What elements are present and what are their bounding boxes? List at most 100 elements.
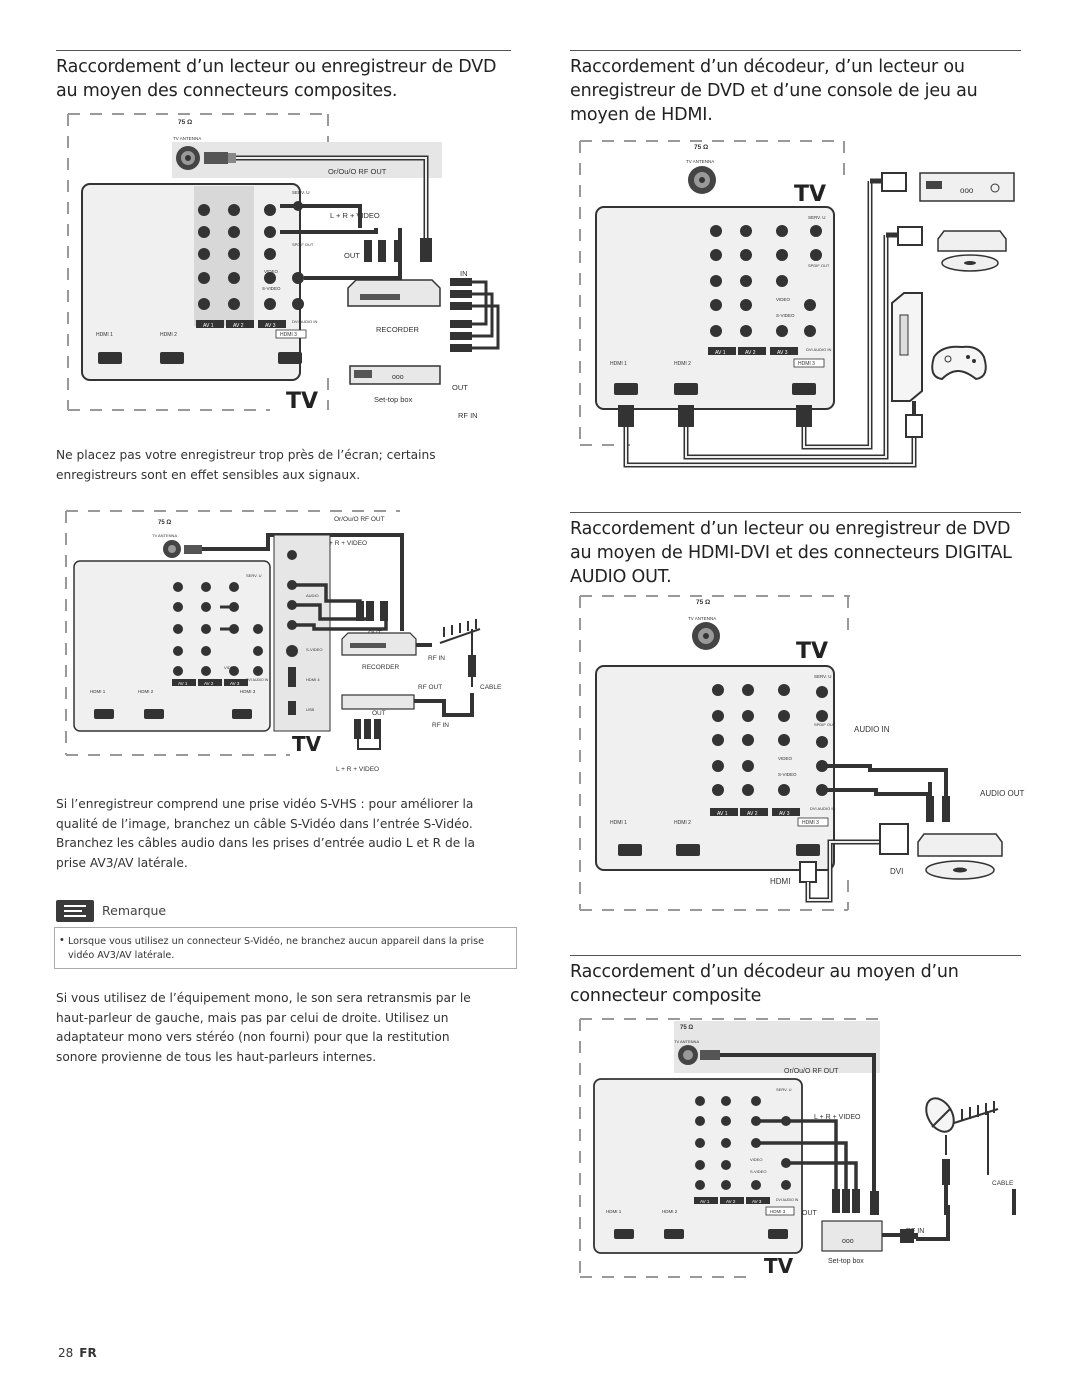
section-rule-4 bbox=[570, 955, 1021, 956]
svg-text:ooo: ooo bbox=[842, 1238, 854, 1245]
tv-antenna-label-3: TV ANTENNA bbox=[152, 533, 177, 538]
audio-in-label: AUDIO IN bbox=[854, 725, 890, 734]
tv-antenna-label-2: TV ANTENNA bbox=[686, 159, 714, 164]
tv-antenna-label: TV ANTENNA bbox=[173, 136, 201, 141]
dvi-audio-label-4: DVI AUDIO IN bbox=[810, 806, 835, 811]
heading-settop-composite: Raccordement d’un décodeur au moyen d’un… bbox=[570, 962, 959, 1006]
spdif-label: SPDIF OUT bbox=[292, 242, 314, 247]
heading-hdmi-dvi: Raccordement d’un lecteur ou enregistreu… bbox=[570, 519, 1012, 587]
spdif-label-4: SPDIF OUT bbox=[814, 722, 836, 727]
serv-u-label-3: SERV. U bbox=[246, 573, 262, 578]
note-bullet: • bbox=[60, 934, 64, 946]
hdmi1-label-2: HDMI 1 bbox=[610, 361, 627, 367]
av1-label-3: AV 1 bbox=[178, 681, 188, 686]
dvi-audio-label-5: DVI AUDIO IN bbox=[776, 1198, 799, 1202]
svg-text:ooo: ooo bbox=[960, 186, 974, 195]
tv-antenna-label-5: TV ANTENNA bbox=[674, 1039, 699, 1044]
note-header: Remarque bbox=[56, 900, 516, 922]
dvi-audio-label: DVI AUDIO IN bbox=[292, 319, 317, 324]
av3-label-5: AV 3 bbox=[752, 1199, 762, 1204]
settop-label-5: Set-top box bbox=[828, 1258, 864, 1265]
recorder-label-3: RECORDER bbox=[362, 664, 400, 671]
ohm-label-4: 75 Ω bbox=[696, 599, 710, 606]
video-label-2: VIDEO bbox=[776, 297, 791, 302]
ohm-label-3: 75 Ω bbox=[158, 520, 171, 526]
svg-text:ooo: ooo bbox=[392, 374, 404, 381]
serv-u-label-2: SERV. U bbox=[808, 215, 826, 220]
page-number: 28 bbox=[58, 1346, 74, 1360]
audio-out-label: AUDIO OUT bbox=[980, 789, 1025, 798]
note-box bbox=[54, 927, 517, 969]
hdmi1-label-4: HDMI 1 bbox=[610, 820, 627, 826]
hdmi2-label: HDMI 2 bbox=[160, 332, 177, 338]
hdmi3-label: HDMI 3 bbox=[280, 332, 297, 338]
av2-label-4: AV 2 bbox=[747, 811, 758, 817]
settop-label-1: Set-top box bbox=[374, 395, 413, 404]
serv-u-label: SERV. U bbox=[292, 190, 310, 195]
diagram-settop-composite: 75 Ω TV ANTENNA Or/Ou/O RF OUT SERV. U V… bbox=[570, 1015, 1020, 1285]
hdmi3-label-5: HDMI 3 bbox=[770, 1209, 786, 1214]
paragraph-mono-equipment: Si vous utilisez de l’équipement mono, l… bbox=[56, 991, 471, 1064]
note-text: Lorsque vous utilisez un connecteur S-Vi… bbox=[68, 936, 485, 961]
tv-label-2: TV bbox=[794, 182, 826, 207]
svideo-label: S-VIDEO bbox=[262, 286, 281, 291]
tv-label: TV bbox=[286, 389, 318, 414]
page-footer: 28 FR bbox=[58, 1346, 97, 1360]
lr-video-label-3b: L + R + VIDEO bbox=[336, 766, 379, 773]
out-label-5: OUT bbox=[802, 1210, 818, 1217]
rf-in-label-3b: RF IN bbox=[432, 722, 449, 729]
serv-u-label-4: SERV. U bbox=[814, 674, 832, 679]
av2-label: AV 2 bbox=[233, 323, 244, 329]
dvi-audio-label-2: DVI AUDIO IN bbox=[806, 347, 831, 352]
in-label-1: IN bbox=[460, 269, 468, 278]
video-label-5: VIDEO bbox=[750, 1157, 762, 1162]
video-label-4: VIDEO bbox=[778, 756, 793, 761]
hdmi2-label-5: HDMI 2 bbox=[662, 1209, 678, 1214]
tv-antenna-label-4: TV ANTENNA bbox=[688, 616, 716, 621]
hdmi2-label-2: HDMI 2 bbox=[674, 361, 691, 367]
tv-label-3: TV bbox=[292, 732, 322, 756]
svideo-label-5: S-VIDEO bbox=[750, 1169, 766, 1174]
av3-label-4: AV 3 bbox=[779, 811, 790, 817]
diagram-hdmi-dvi: 75 Ω TV ANTENNA TV SERV. U SPDIF OUT VID… bbox=[570, 590, 1025, 915]
serv-u-label-5: SERV. U bbox=[776, 1087, 792, 1092]
av3-label: AV 3 bbox=[265, 323, 276, 329]
heading-composite-dvd: Raccordement d’un lecteur ou enregistreu… bbox=[56, 57, 497, 101]
section-rule-3 bbox=[570, 512, 1021, 513]
diagram-composite-recorder: 75 Ω TV ANTENNA Or/Ou/O RF OUT SERV. U S… bbox=[60, 108, 500, 428]
av3-label-2: AV 3 bbox=[777, 350, 788, 356]
spdif-label-2: SPDIF OUT bbox=[808, 263, 830, 268]
av2-label-5: AV 2 bbox=[726, 1199, 736, 1204]
hdmi-label-4: HDMI bbox=[770, 877, 790, 886]
hdmi3-label-4: HDMI 3 bbox=[802, 820, 819, 826]
rf-out-label-5: Or/Ou/O RF OUT bbox=[784, 1068, 839, 1075]
rf-in-label-1: RF IN bbox=[458, 411, 478, 420]
section-rule-2 bbox=[570, 50, 1021, 51]
paragraph-svhs-tip: Si l’enregistreur comprend une prise vid… bbox=[56, 797, 475, 870]
svideo-label-3: S-VIDEO bbox=[306, 647, 322, 652]
hdmi1-label-5: HDMI 1 bbox=[606, 1209, 622, 1214]
av1-label-2: AV 1 bbox=[715, 350, 726, 356]
svideo-label-4: S-VIDEO bbox=[778, 772, 797, 777]
tv-label-4: TV bbox=[796, 639, 828, 664]
rf-out-label-3: Or/Ou/O RF OUT bbox=[334, 516, 385, 523]
lr-video-label-3: L + R + VIDEO bbox=[324, 540, 367, 547]
ohm-label-2: 75 Ω bbox=[694, 144, 708, 151]
diagram-hdmi-devices: 75 Ω TV ANTENNA TV SERV. U SPDIF OUT VID… bbox=[570, 135, 1020, 475]
diagram-recorder-cable: 75 Ω TV ANTENNA Or/Ou/O RF OUT L + R + V… bbox=[60, 505, 510, 780]
av2-label-2: AV 2 bbox=[745, 350, 756, 356]
heading-hdmi-devices: Raccordement d’un décodeur, d’un lecteur… bbox=[570, 57, 978, 125]
rf-out-label-3b: RF OUT bbox=[418, 684, 442, 691]
hdmi3-label-2: HDMI 3 bbox=[798, 361, 815, 367]
video-label: VIDEO bbox=[264, 269, 279, 274]
svideo-label-2: S-VIDEO bbox=[776, 313, 795, 318]
lr-video-label: L + R + VIDEO bbox=[330, 211, 380, 220]
usb-label-3: USB bbox=[306, 707, 315, 712]
ohm-label-5: 75 Ω bbox=[680, 1025, 693, 1031]
hdmi1-label-3: HDMI 1 bbox=[90, 689, 106, 694]
note-title: Remarque bbox=[102, 903, 167, 918]
out-label-1: OUT bbox=[344, 251, 360, 260]
av1-label-5: AV 1 bbox=[700, 1199, 710, 1204]
language-code: FR bbox=[79, 1346, 97, 1360]
cable-label-3: CABLE bbox=[480, 684, 502, 691]
